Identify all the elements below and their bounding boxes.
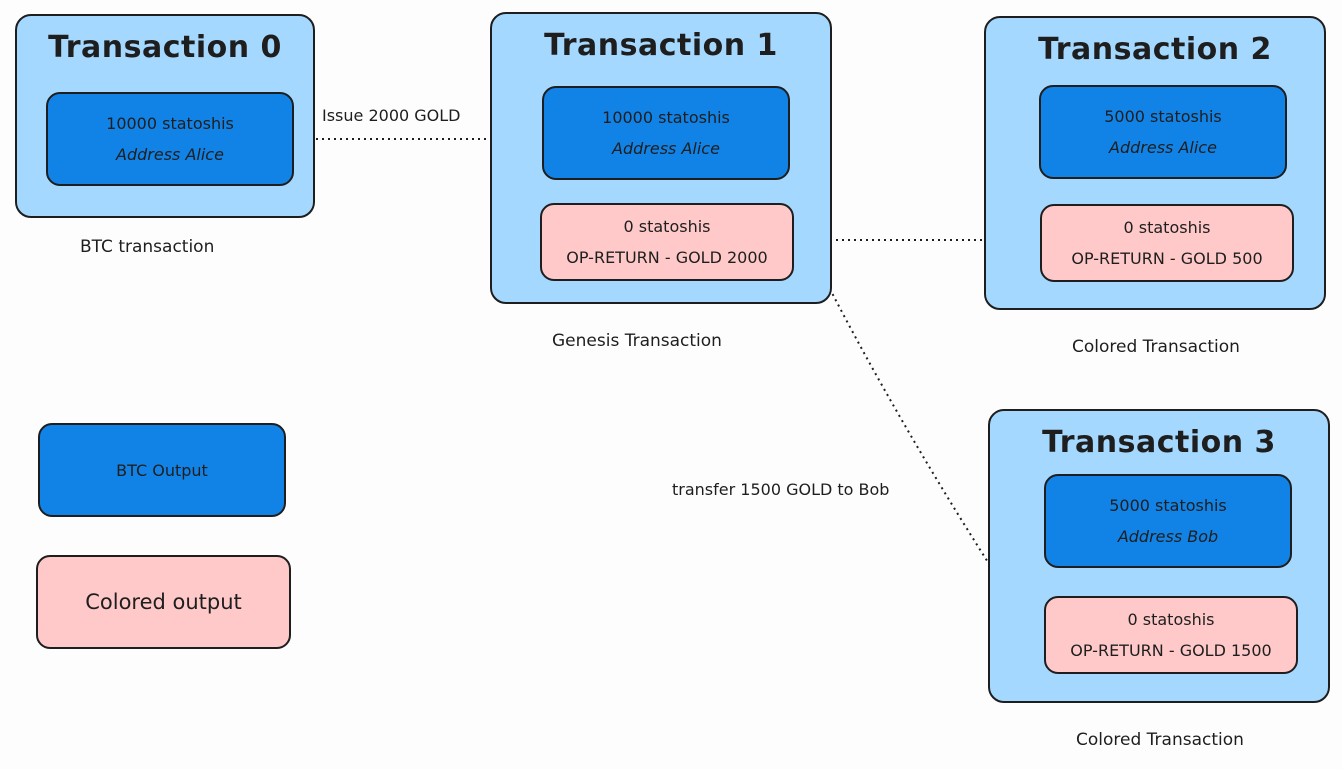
transaction-2-op-return: OP-RETURN - GOLD 500 <box>1071 249 1263 268</box>
transaction-3-btc-output: 5000 statoshis Address Bob <box>1044 474 1292 568</box>
transaction-0-title: Transaction 0 <box>48 30 282 65</box>
legend-colored-output: Colored output <box>36 555 291 649</box>
transaction-0-address: Address Alice <box>116 145 224 164</box>
transaction-1-box: Transaction 1 10000 statoshis Address Al… <box>490 12 832 304</box>
transaction-3-caption: Colored Transaction <box>1076 730 1244 750</box>
transaction-3-colored-output: 0 statoshis OP-RETURN - GOLD 1500 <box>1044 596 1298 674</box>
transaction-1-btc-output: 10000 statoshis Address Alice <box>542 86 790 180</box>
transaction-2-btc-output: 5000 statoshis Address Alice <box>1039 85 1287 179</box>
issue-arrow-label: Issue 2000 GOLD <box>322 106 461 125</box>
transaction-1-colored-amount: 0 statoshis <box>623 217 711 236</box>
transaction-1-caption: Genesis Transaction <box>552 331 722 351</box>
transaction-3-box: Transaction 3 5000 statoshis Address Bob… <box>988 409 1330 703</box>
transaction-1-title: Transaction 1 <box>544 28 778 63</box>
legend-colored-output-label: Colored output <box>85 590 242 614</box>
transfer-arrow-label: transfer 1500 GOLD to Bob <box>672 480 890 499</box>
transaction-2-caption: Colored Transaction <box>1072 337 1240 357</box>
transaction-1-op-return: OP-RETURN - GOLD 2000 <box>566 248 768 267</box>
transaction-0-amount: 10000 statoshis <box>106 114 234 133</box>
transaction-1-colored-output: 0 statoshis OP-RETURN - GOLD 2000 <box>540 203 794 281</box>
transaction-3-title: Transaction 3 <box>1042 425 1276 460</box>
transaction-3-address: Address Bob <box>1117 527 1219 546</box>
transaction-0-btc-output: 10000 statoshis Address Alice <box>46 92 294 186</box>
transaction-1-address: Address Alice <box>612 139 720 158</box>
transaction-2-box: Transaction 2 5000 statoshis Address Ali… <box>984 16 1326 310</box>
transaction-2-title: Transaction 2 <box>1038 32 1272 67</box>
transaction-2-colored-amount: 0 statoshis <box>1123 218 1211 237</box>
transaction-2-colored-output: 0 statoshis OP-RETURN - GOLD 500 <box>1040 204 1294 282</box>
legend-btc-output: BTC Output <box>38 423 286 517</box>
transaction-2-amount: 5000 statoshis <box>1104 107 1222 126</box>
transaction-3-colored-amount: 0 statoshis <box>1127 610 1215 629</box>
transaction-3-amount: 5000 statoshis <box>1109 496 1227 515</box>
transaction-3-op-return: OP-RETURN - GOLD 1500 <box>1070 641 1272 660</box>
transaction-0-caption: BTC transaction <box>80 237 215 257</box>
legend-btc-output-label: BTC Output <box>116 460 208 480</box>
transaction-1-amount: 10000 statoshis <box>602 108 730 127</box>
transaction-2-address: Address Alice <box>1109 138 1217 157</box>
transaction-0-box: Transaction 0 10000 statoshis Address Al… <box>15 14 315 218</box>
